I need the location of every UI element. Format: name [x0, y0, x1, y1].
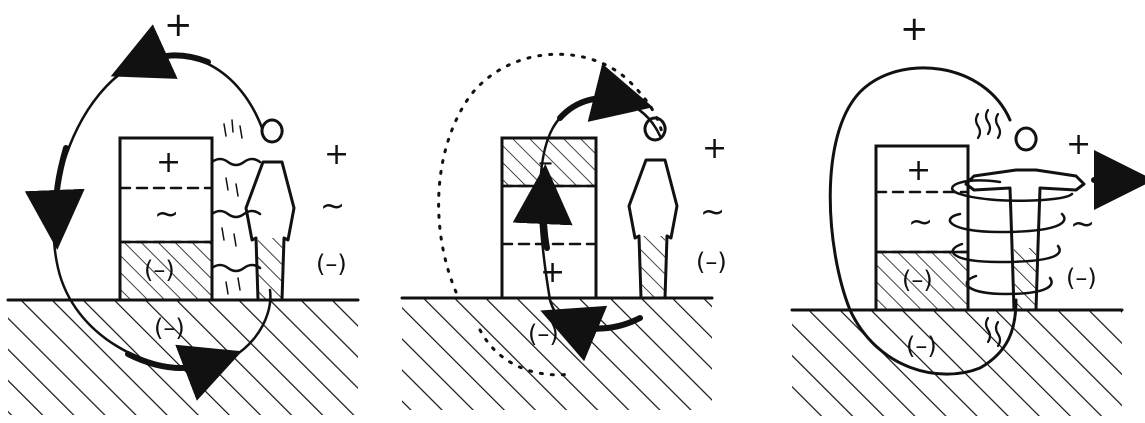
- panel-3: + + ~ (–) + ~ (–) (–): [792, 9, 1124, 416]
- radiation-wave: [212, 159, 260, 165]
- side-label-middle: ~: [700, 195, 725, 230]
- ground-label: (–): [528, 320, 559, 348]
- side-label-top: +: [1066, 127, 1091, 162]
- wall-label-bottom: +: [540, 255, 565, 290]
- top-label: +: [164, 5, 193, 45]
- side-label-bottom: (–): [316, 250, 347, 278]
- wall-label-middle: ~: [908, 205, 933, 240]
- wall-label-middle: ~: [154, 197, 179, 232]
- wall-label-top: +: [156, 145, 181, 180]
- top-label: +: [900, 9, 929, 49]
- wall-label-middle: ~: [540, 197, 565, 232]
- panel-1: + + ~ (–) + ~ (–) (–): [8, 5, 358, 415]
- ground-label: (–): [154, 314, 185, 342]
- flow-arrow: [56, 148, 66, 220]
- side-label-top: +: [324, 137, 349, 172]
- side-label-middle: ~: [320, 189, 345, 224]
- radiation-wave: [212, 265, 260, 271]
- ground-hatch: [792, 310, 1122, 416]
- wall-label-top: –: [538, 145, 553, 180]
- ground-label: (–): [906, 332, 937, 360]
- radiation-wave: [212, 211, 260, 217]
- flow-arrow: [560, 98, 624, 118]
- side-label-bottom: (–): [696, 248, 727, 276]
- panel-2: – ~ + + ~ (–) (–): [402, 54, 727, 410]
- wall-label-top: +: [906, 153, 931, 188]
- side-label-middle: ~: [1070, 207, 1095, 242]
- person-figure: [629, 118, 677, 298]
- wall-label-bottom: (–): [144, 256, 175, 284]
- side-label-bottom: (–): [1066, 264, 1097, 292]
- wall-label-bottom: (–): [902, 266, 933, 294]
- heat-ticks: [222, 120, 242, 294]
- side-label-top: +: [702, 131, 727, 166]
- flow-arrow: [138, 55, 208, 64]
